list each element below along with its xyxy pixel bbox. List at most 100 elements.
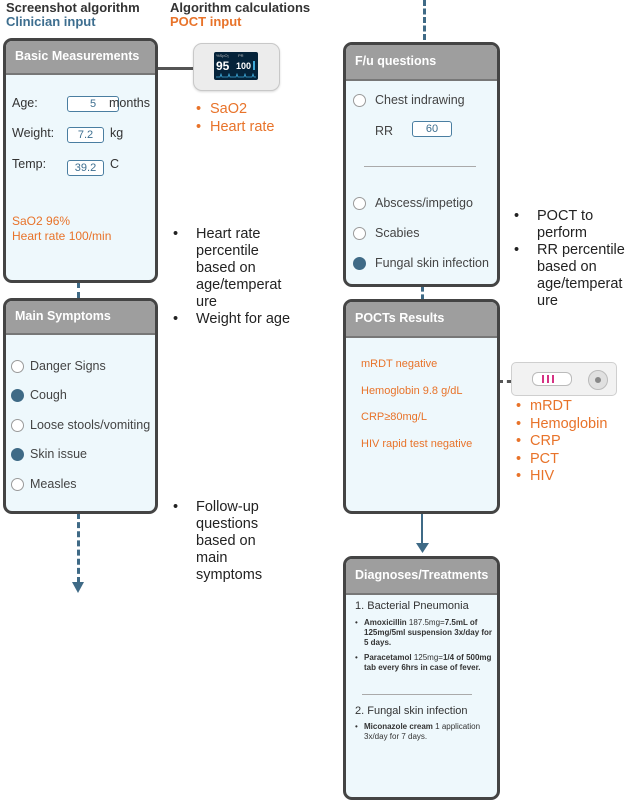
header-left-subtitle: Clinician input (6, 14, 96, 29)
oximeter-spo2-reading: 95 (216, 59, 230, 73)
header-left-title: Screenshot algorithm (6, 0, 140, 15)
oximeter-output-heart-rate: Heart rate (196, 119, 274, 137)
drug-name: Miconazole cream (364, 722, 433, 731)
radio-skin-issue[interactable] (11, 448, 24, 461)
age-label: Age: (12, 96, 38, 110)
drug-instructions: 7.5mL of 125mg/5ml suspension 3x/day for… (364, 618, 493, 647)
header-right-subtitle: POCT input (170, 14, 242, 29)
oximeter-output-sao2: SaO2 (196, 101, 274, 119)
oximeter-label-pr: PR (238, 53, 244, 58)
temp-input[interactable]: 39.2 (67, 160, 104, 176)
radio-scabies[interactable] (353, 227, 366, 240)
rr-label: RR (375, 124, 394, 138)
poct-output-crp: CRP (516, 433, 607, 451)
connector-line (158, 67, 194, 70)
treatments-1: Amoxicillin 187.5mg=7.5mL of 125mg/5ml s… (355, 618, 493, 678)
test-line-icon (552, 375, 554, 383)
rapid-test-cassette (511, 362, 617, 396)
option-danger-signs: Danger Signs (30, 359, 106, 373)
heart-rate-result: Heart rate 100/min (12, 229, 112, 243)
oximeter-outputs: SaO2 Heart rate (196, 101, 274, 136)
notes-basic: Heart rate percentile based on age/tempe… (168, 226, 293, 328)
note-heart-rate-percentile: Heart rate percentile based on age/tempe… (168, 226, 293, 311)
card-header: Basic Measurements (6, 41, 155, 75)
notes-fu: POCT to perform RR percentile based on a… (509, 208, 627, 310)
note-rr-percentile: RR percentile based on age/temperat ure (509, 242, 627, 310)
poct-outputs: mRDT Hemoglobin CRP PCT HIV (516, 398, 607, 486)
temp-unit: C (110, 157, 120, 171)
poct-result-hiv: HIV rapid test negative (361, 438, 473, 450)
option-skin-issue: Skin issue (30, 447, 87, 461)
note-weight-for-age: Weight for age (168, 311, 293, 328)
card-header: Main Symptoms (6, 301, 155, 335)
sample-well-icon (588, 370, 608, 390)
weight-label: Weight: (12, 126, 55, 140)
main-symptoms-card: Main Symptoms (3, 298, 158, 514)
divider (364, 166, 476, 167)
diagnosis-1: 1. Bacterial Pneumonia (355, 600, 469, 612)
weight-input[interactable]: 7.2 (67, 127, 104, 143)
treatment-miconazole: Miconazole cream 1 application 3x/day fo… (355, 722, 493, 742)
oximeter-screen: %SpO₂ PR 95 100 (214, 52, 258, 80)
poct-result-hemoglobin: Hemoglobin 9.8 g/dL (361, 385, 463, 397)
rr-input[interactable]: 60 (412, 121, 452, 137)
option-abscess-impetigo: Abscess/impetigo (375, 196, 473, 210)
connector-dashed-down (77, 513, 80, 583)
radio-cough[interactable] (11, 389, 24, 402)
card-header: Diagnoses/Treatments (346, 559, 497, 595)
arrow-down-icon (72, 582, 84, 593)
radio-measles[interactable] (11, 478, 24, 491)
option-cough: Cough (30, 388, 67, 402)
poct-output-mrdt: mRDT (516, 398, 607, 416)
radio-chest-indrawing[interactable] (353, 94, 366, 107)
connector-line (421, 513, 423, 546)
weight-unit: kg (110, 126, 124, 140)
note-follow-up-questions: Follow-up questions based on main sympto… (168, 499, 278, 584)
test-line-icon (542, 375, 544, 383)
age-unit: months (109, 96, 150, 110)
poct-output-pct: PCT (516, 451, 607, 469)
treatment-amoxicillin: Amoxicillin 187.5mg=7.5mL of 125mg/5ml s… (355, 618, 493, 648)
test-line-icon (547, 375, 549, 383)
treatment-paracetamol: Paracetamol 125mg=1/4 of 500mg tab every… (355, 653, 493, 673)
option-chest-indrawing: Chest indrawing (375, 93, 465, 107)
card-header: F/u questions (346, 45, 497, 81)
diagnosis-2: 2. Fungal skin infection (355, 705, 468, 717)
radio-fungal-skin-infection[interactable] (353, 257, 366, 270)
poct-result-mrdt: mRDT negative (361, 358, 438, 370)
test-window (532, 372, 572, 386)
sao2-result: SaO2 96% (12, 214, 71, 228)
temp-label: Temp: (12, 157, 47, 171)
card-header: POCTs Results (346, 302, 497, 338)
connector-dashed (77, 282, 80, 298)
option-measles: Measles (30, 477, 77, 491)
treatments-2: Miconazole cream 1 application 3x/day fo… (355, 722, 493, 747)
option-fungal-skin-infection: Fungal skin infection (375, 256, 489, 270)
drug-name: Amoxicillin (364, 618, 407, 627)
header-right-title: Algorithm calculations (170, 0, 311, 15)
radio-loose-stools-vomiting[interactable] (11, 419, 24, 432)
radio-danger-signs[interactable] (11, 360, 24, 373)
option-scabies: Scabies (375, 226, 420, 240)
note-poct-to-perform: POCT to perform (509, 208, 627, 242)
connector-dotted (499, 380, 511, 383)
poct-result-crp: CRP≥80mg/L (361, 411, 427, 423)
oximeter-pr-reading: 100 (236, 61, 252, 71)
age-input[interactable]: 5 (67, 96, 119, 112)
divider (362, 694, 472, 695)
poct-output-hemoglobin: Hemoglobin (516, 416, 607, 434)
drug-instructions: 1/4 of 500mg tab every 6hrs in case of f… (364, 653, 492, 672)
connector-dashed-top (423, 0, 426, 40)
fu-questions-card: F/u questions (343, 42, 500, 287)
oximeter-bar-icon (253, 61, 255, 70)
diagnoses-treatments-card: Diagnoses/Treatments (343, 556, 500, 800)
connector-dashed (421, 286, 424, 300)
drug-name: Paracetamol (364, 653, 412, 662)
pulse-wave-icon (216, 73, 256, 78)
radio-abscess-impetigo[interactable] (353, 197, 366, 210)
option-loose-stools-vomiting: Loose stools/vomiting (30, 418, 151, 432)
pocts-results-card: POCTs Results (343, 299, 500, 514)
drug-instructions: 1 application 3x/day for 7 days. (364, 722, 481, 741)
oximeter-label-spo2: %SpO₂ (216, 53, 230, 58)
pulse-oximeter-device: %SpO₂ PR 95 100 (193, 43, 280, 91)
